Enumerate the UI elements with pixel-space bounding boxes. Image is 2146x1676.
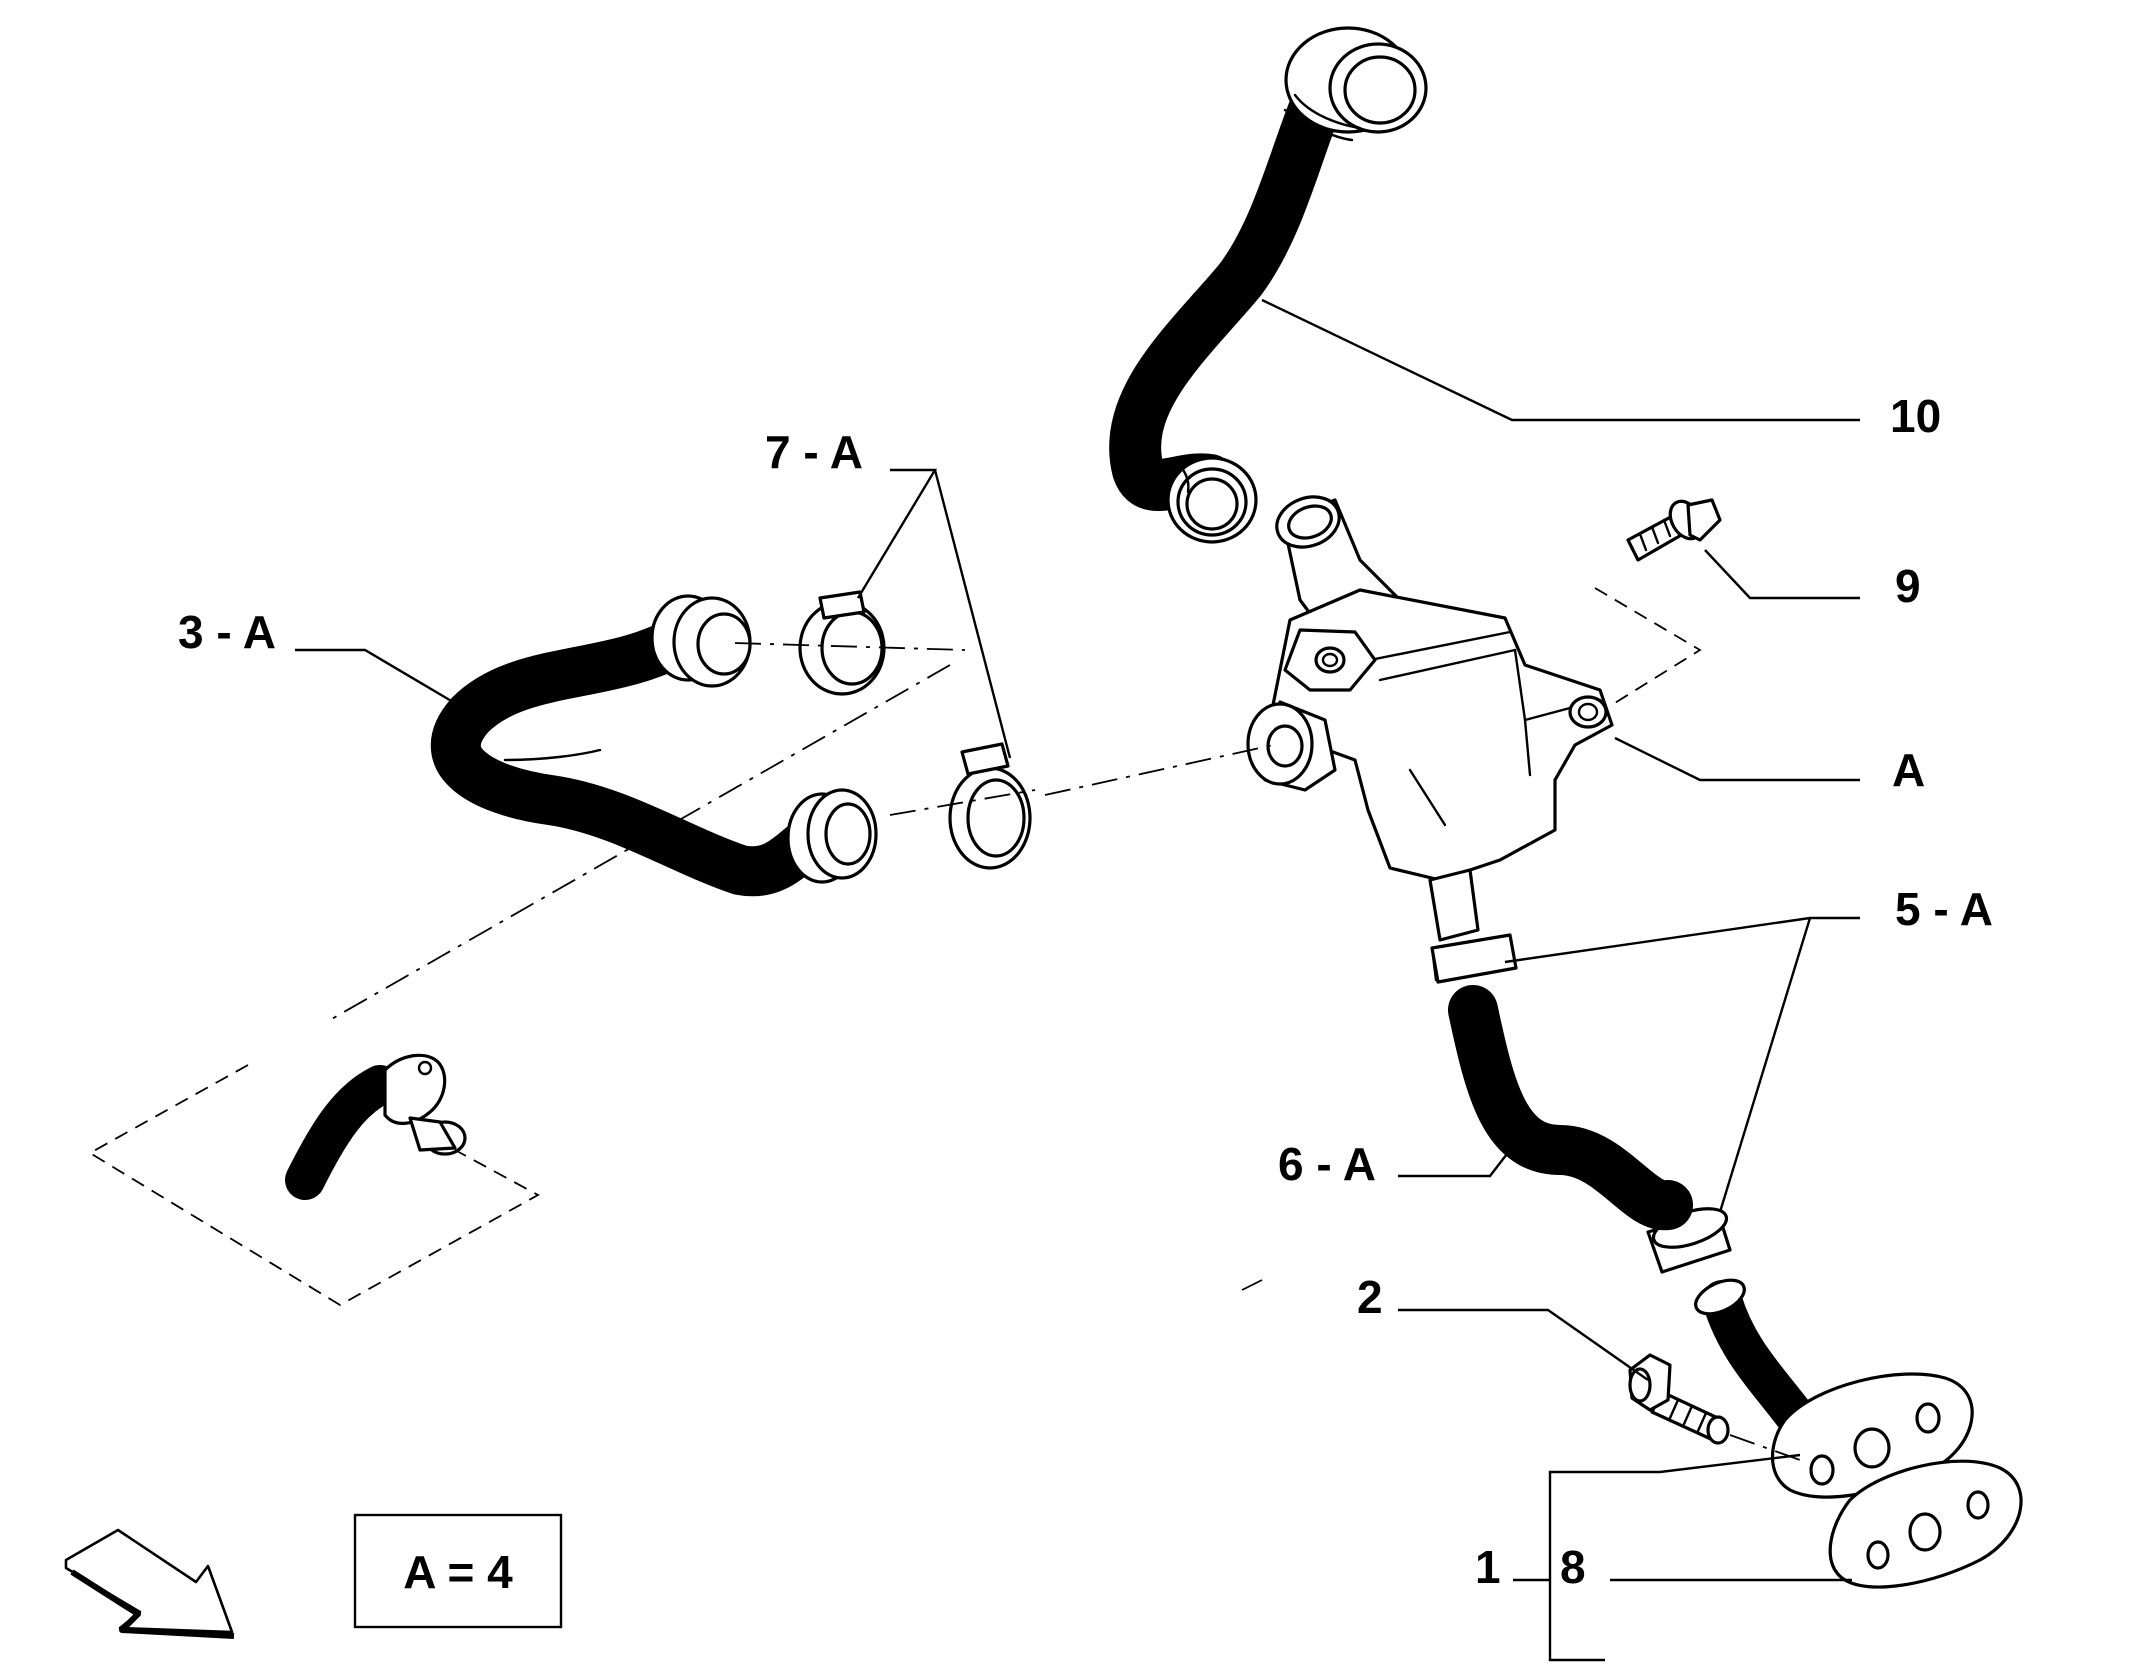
label-9: 9 — [1895, 560, 1921, 612]
clamp-7a-lower[interactable] — [948, 742, 1032, 870]
direction-arrow-icon — [64, 1528, 235, 1639]
gasket-8[interactable] — [1828, 1459, 2023, 1589]
label-10: 10 — [1890, 390, 1941, 442]
legend-box: A = 4 — [353, 1513, 563, 1629]
breather-pipe-detail[interactable] — [285, 1053, 467, 1200]
label-8: 8 — [1560, 1541, 1586, 1593]
clamp-7a-upper[interactable] — [798, 590, 886, 696]
label-7a: 7 - A — [765, 426, 863, 478]
detail-view-frame — [88, 587, 1702, 1307]
clamp-5a-upper[interactable] — [1430, 933, 1518, 984]
alignment-lines — [329, 642, 1801, 1461]
label-1: 1 — [1475, 1541, 1501, 1593]
label-a: A — [1892, 744, 1925, 796]
label-5a: 5 - A — [1895, 883, 1993, 935]
hose-10[interactable] — [1109, 26, 1428, 544]
legend-text: A = 4 — [403, 1546, 513, 1598]
label-6a: 6 - A — [1278, 1138, 1376, 1190]
leader-lines — [295, 298, 1860, 1662]
bolt-2[interactable] — [1628, 1353, 1730, 1445]
callout-labels: 10 9 A 5 - A 6 - A 2 1 8 7 - A 3 - A — [178, 390, 1993, 1593]
label-3a: 3 - A — [178, 606, 276, 658]
hose-3a[interactable] — [430, 594, 878, 897]
label-2: 2 — [1357, 1271, 1383, 1323]
hose-6a[interactable] — [1448, 985, 1693, 1231]
bolt-9[interactable] — [1626, 496, 1722, 562]
oil-separator-a[interactable] — [1246, 489, 1614, 942]
